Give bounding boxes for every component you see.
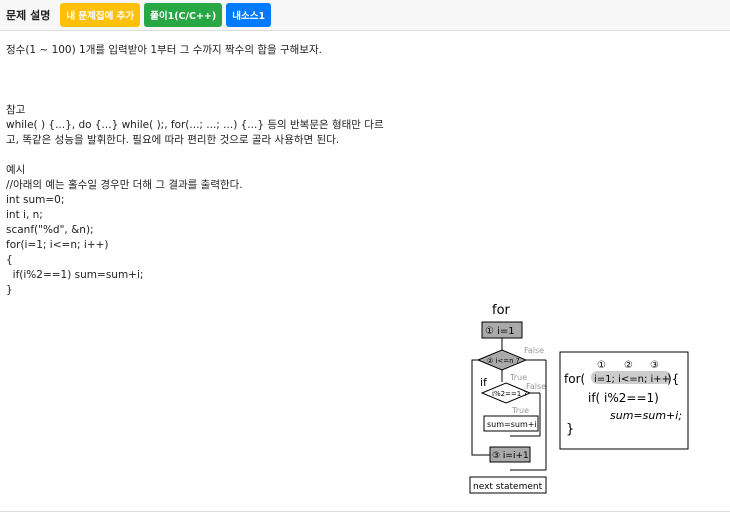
svg-text:sum=sum+i;: sum=sum+i; — [487, 420, 539, 429]
svg-text:}: } — [566, 422, 574, 437]
my-source-button[interactable]: 내소스1 — [226, 3, 272, 27]
svg-text:③ i=i+1: ③ i=i+1 — [492, 451, 529, 461]
svg-text:True: True — [509, 373, 527, 382]
svg-text:③: ③ — [650, 360, 659, 371]
svg-text:if: if — [480, 376, 488, 389]
description-line: { — [6, 254, 13, 266]
svg-text:for: for — [492, 303, 511, 318]
description-line: for(i=1; i<=n; i++) — [6, 239, 109, 251]
description-line — [6, 58, 384, 73]
problem-description: 정수(1 ~ 100) 1개를 입력받아 1부터 그 수까지 짝수의 합을 구해… — [6, 43, 384, 298]
solution-button[interactable]: 풀이1(C/C++) — [144, 3, 223, 27]
svg-text:①: ① — [597, 360, 606, 371]
svg-text:False: False — [524, 346, 544, 355]
description-line: int sum=0; — [6, 194, 65, 206]
svg-text:i%2==1 ?: i%2==1 ? — [492, 390, 527, 398]
svg-text:next statement: next statement — [473, 482, 543, 492]
svg-text:for(: for( — [564, 372, 585, 386]
description-line: scanf("%d", &n); — [6, 224, 94, 236]
svg-text:){: ){ — [667, 372, 679, 386]
footer-divider — [0, 511, 730, 512]
svg-text:True: True — [511, 406, 529, 415]
description-line: 참고 — [6, 104, 26, 116]
for-loop-flowchart-image: for ① i=1 ② i<=n ? False True if i%2==1 … — [469, 303, 689, 494]
svg-text:i=1; i<=n; i++: i=1; i<=n; i++ — [594, 374, 670, 385]
svg-text:if( i%2==1): if( i%2==1) — [588, 391, 659, 405]
page-title: 문제 설명 — [6, 9, 51, 22]
description-line: int i, n; — [6, 209, 43, 221]
description-line: 고, 똑같은 성능을 발휘한다. 필요에 따라 편리한 것으로 골라 사용하면 … — [6, 134, 340, 146]
svg-text:sum=sum+i;: sum=sum+i; — [610, 409, 682, 422]
add-to-problemset-button[interactable]: 내 문제집에 추가 — [60, 3, 141, 27]
description-line: 예시 — [6, 164, 26, 176]
description-line: while( ) {...}, do {...} while( );, for(… — [6, 119, 384, 131]
header: 문제 설명 내 문제집에 추가 풀이1(C/C++) 내소스1 — [0, 0, 730, 31]
description-line: //아래의 예는 홀수일 경우만 더해 그 결과를 출력한다. — [6, 179, 243, 191]
description-line — [6, 88, 384, 103]
description-line: } — [6, 284, 13, 296]
description-line — [6, 73, 384, 88]
description-line: 정수(1 ~ 100) 1개를 입력받아 1부터 그 수까지 짝수의 합을 구해… — [6, 44, 322, 56]
svg-text:② i<=n ?: ② i<=n ? — [487, 357, 520, 365]
svg-text:① i=1: ① i=1 — [485, 326, 515, 337]
description-line — [6, 148, 384, 163]
svg-text:False: False — [526, 382, 546, 391]
svg-text:②: ② — [624, 360, 633, 371]
description-line: if(i%2==1) sum=sum+i; — [6, 269, 144, 281]
